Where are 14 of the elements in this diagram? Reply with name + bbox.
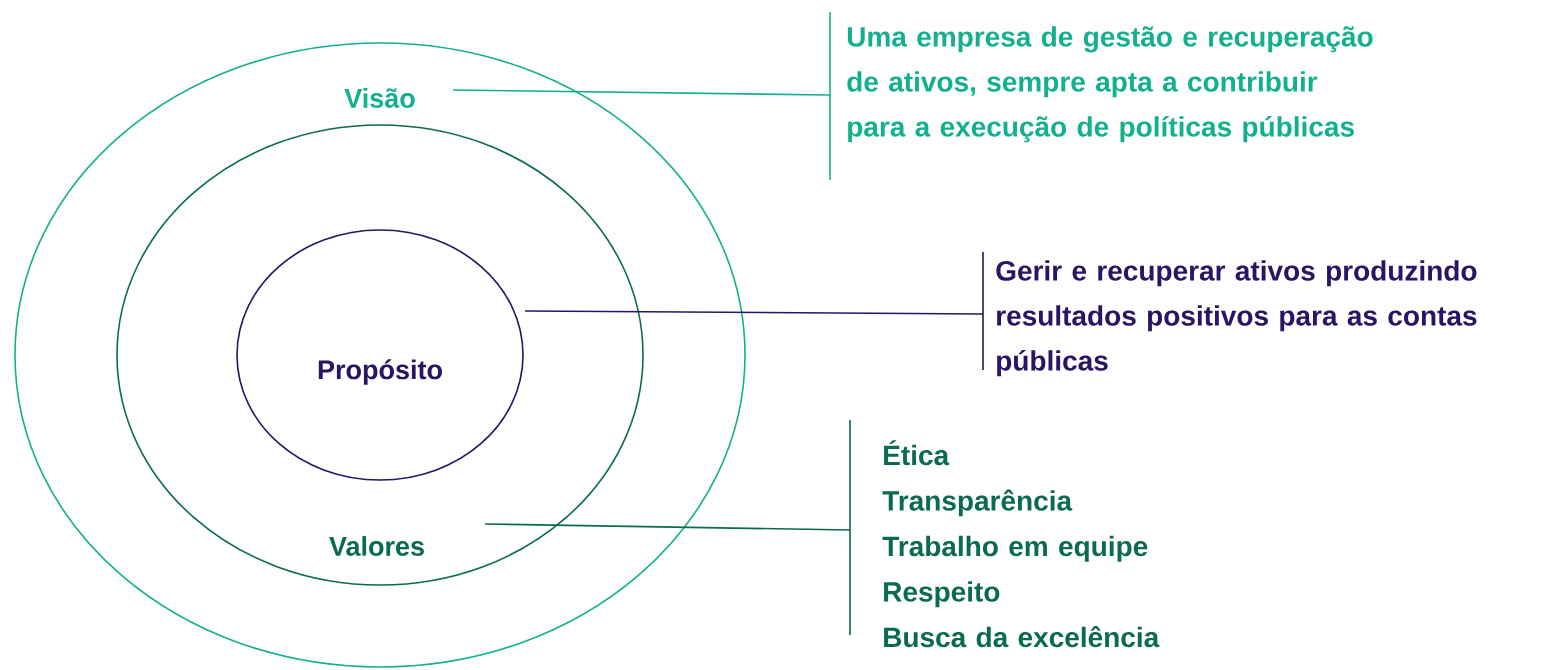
callout-text: Gerir e recuperar ativos produzindo resultados positivos para as contas públicas	[996, 260, 1477, 377]
leader-line	[524, 310, 984, 315]
node-label: Busca da excelência	[884, 626, 1160, 648]
node-label: Respeito	[884, 581, 1000, 608]
callout-text: Ética Transparência Trabalho em equipe Respeito Busca da excelência	[882, 440, 1160, 648]
leader-line	[452, 89, 831, 96]
leader-line	[484, 523, 851, 531]
ring-label: Propósito	[318, 359, 442, 385]
node-label: Trabalho em equipe	[882, 535, 1148, 562]
callout-text: Uma empresa de gestão e recuperação de ativos, sempre apta a contribuir para a execução de políticas públicas	[847, 26, 1373, 143]
node-label: Transparência	[882, 489, 1073, 517]
node-label: Ética	[884, 440, 950, 466]
ring-label: Valores	[329, 536, 424, 556]
ring-label: Visão	[344, 88, 415, 108]
